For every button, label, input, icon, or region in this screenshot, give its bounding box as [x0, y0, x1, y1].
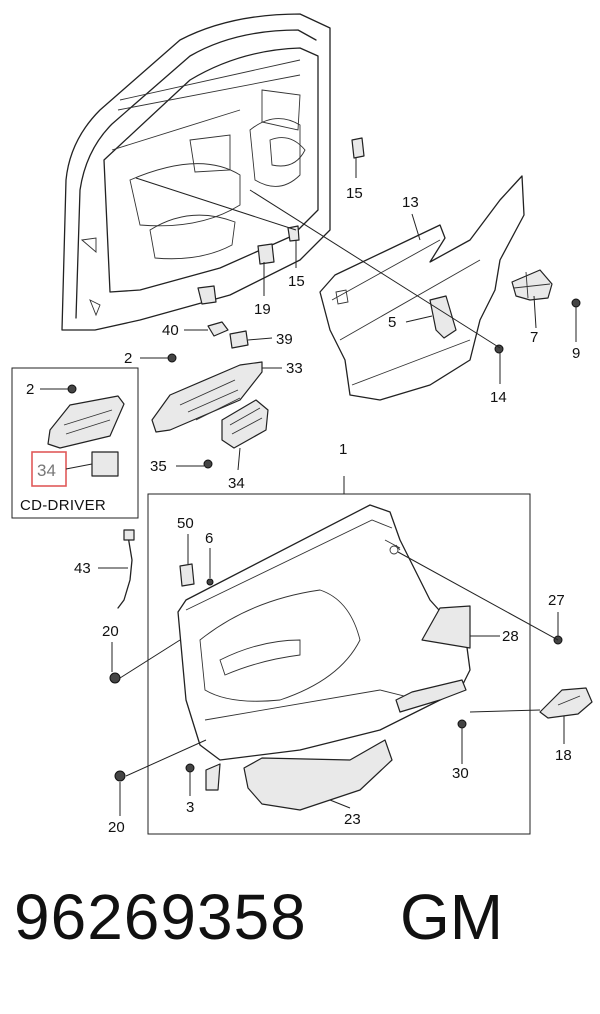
callout-19: 19: [254, 301, 271, 318]
callout-13: 13: [402, 194, 419, 211]
rod-43: [117, 529, 135, 609]
callout-20a: 20: [102, 623, 119, 640]
switch-bezel-33: [151, 361, 263, 433]
callout-39: 39: [276, 331, 293, 348]
screw-9: [571, 298, 581, 308]
part-number: 96269358: [14, 881, 307, 953]
door-trim-panel: [177, 504, 471, 761]
callout-6: 6: [205, 530, 213, 547]
callout-2a: 2: [26, 381, 34, 398]
plug-40: [207, 321, 229, 337]
callout-23: 23: [344, 811, 361, 828]
callout-5: 5: [388, 314, 396, 331]
callout-30: 30: [452, 765, 469, 782]
clip-20a: [109, 672, 121, 684]
callout-14: 14: [490, 389, 507, 406]
callout-18: 18: [555, 747, 572, 764]
clip-15b: [287, 225, 300, 242]
callout-40: 40: [162, 322, 179, 339]
bolt-14: [494, 344, 504, 354]
callout-15b: 15: [288, 273, 305, 290]
callout-20b: 20: [108, 819, 125, 836]
callout-3: 3: [186, 799, 194, 816]
callout-34b: 34: [228, 475, 245, 492]
handle-bezel-18: [539, 687, 593, 719]
clip-19: [257, 243, 275, 265]
screw-35: [203, 459, 213, 469]
leader-lines: [40, 158, 577, 816]
switch-34: [221, 399, 269, 449]
clip-50: [179, 563, 195, 587]
pocket-insert-28: [421, 605, 471, 649]
water-shield: [319, 175, 525, 401]
brand-name: GM: [400, 881, 504, 953]
callout-27: 27: [548, 592, 565, 609]
switch-39: [229, 330, 249, 349]
callout-28: 28: [502, 628, 519, 645]
callout-50: 50: [177, 515, 194, 532]
bracket-5: [429, 295, 457, 339]
screw-30: [457, 719, 467, 729]
trim-panel-box: [147, 493, 531, 835]
lock-actuator-7: [511, 269, 553, 301]
callout-9: 9: [572, 345, 580, 362]
callout-15a: 15: [346, 185, 363, 202]
inset-box: [11, 367, 139, 519]
callout-1: 1: [339, 441, 347, 458]
door-frame: [61, 13, 331, 331]
clip-15a: [351, 137, 365, 159]
callout-33: 33: [286, 360, 303, 377]
callout-7: 7: [530, 329, 538, 346]
clip-20b: [114, 770, 126, 782]
callout-2b: 2: [124, 350, 132, 367]
callout-34a: 34: [37, 461, 56, 480]
callout-43: 43: [74, 560, 91, 577]
screw-2b: [167, 353, 177, 363]
callout-35: 35: [150, 458, 167, 475]
trim-strip: [395, 679, 467, 713]
armrest-23: [243, 739, 393, 811]
footer: 96269358 GM: [0, 880, 600, 990]
clip-3: [185, 763, 221, 791]
inset-title: CD-DRIVER: [20, 497, 106, 514]
bracket-small: [197, 285, 217, 305]
callout-labels: 15 13 15 19 5 7 9 14 40 39 2 33 35 34 1 …: [20, 185, 580, 836]
screw-6: [206, 578, 214, 586]
